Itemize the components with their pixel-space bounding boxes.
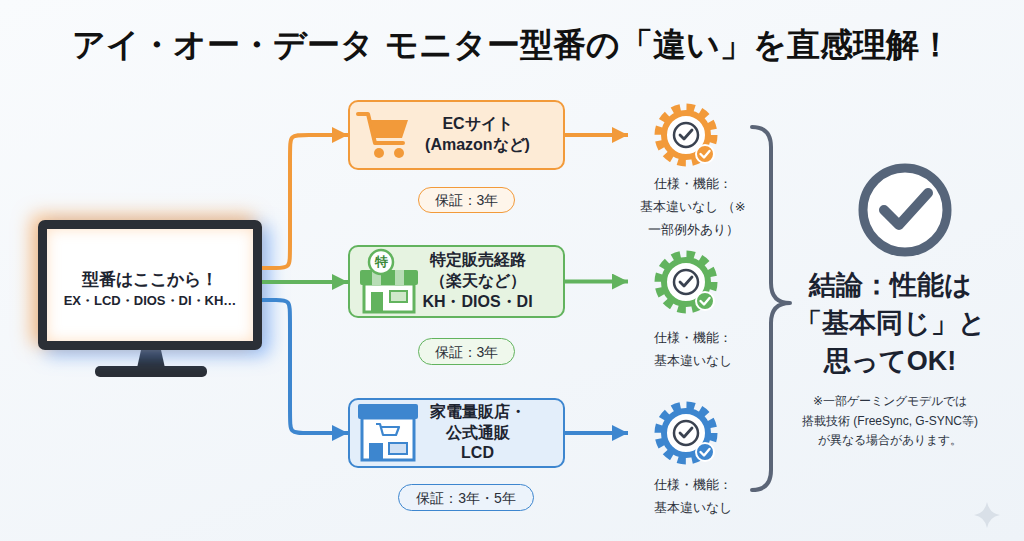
channel-name: 特定販売経路 （楽天など） bbox=[406, 250, 549, 292]
check-mark bbox=[680, 428, 692, 437]
channel-name: 家電量販店・ 公式通販 bbox=[406, 402, 549, 444]
badge-circle bbox=[369, 250, 393, 274]
spec-note: 仕様・機能： 基本違いなし bbox=[628, 326, 758, 372]
text-area: 保証：3年・5年 bbox=[399, 485, 533, 510]
check-badge bbox=[696, 145, 714, 163]
gear-teeth bbox=[659, 406, 713, 460]
check-badge bbox=[696, 292, 714, 310]
cart-wheel bbox=[374, 148, 384, 158]
store-window bbox=[389, 443, 407, 454]
awning-stripe bbox=[372, 270, 381, 285]
spec-gear: 仕様・機能： 基本違いなし （※一部例外あり） bbox=[628, 105, 758, 241]
shop-icon bbox=[360, 250, 418, 312]
flow-arrow bbox=[565, 431, 628, 435]
gear-teeth bbox=[659, 255, 713, 309]
sparkle-mark bbox=[974, 502, 1000, 528]
cart-icon bbox=[358, 114, 408, 158]
awning-stripe bbox=[395, 270, 404, 285]
check-ring bbox=[674, 123, 698, 147]
channel-box: 家電量販店・ 公式通販LCD bbox=[348, 398, 565, 468]
check-badge bbox=[696, 443, 714, 461]
check-mark bbox=[680, 130, 692, 139]
text-area: 型番はここから！EX・LCD・DIOS・DI・KH… bbox=[47, 237, 253, 341]
spec-note: 仕様・機能： 基本違いなし bbox=[628, 473, 758, 519]
check-mark bbox=[701, 151, 710, 158]
text-area: 保証：3年 bbox=[419, 339, 514, 364]
monitor-neck bbox=[137, 350, 165, 368]
conclusion-check-circle bbox=[863, 168, 947, 252]
shop-body bbox=[364, 284, 414, 312]
store-sign bbox=[358, 404, 418, 419]
gear-ring bbox=[664, 113, 708, 157]
warranty-pill: 保証：3年・5年 bbox=[398, 484, 534, 511]
spec-note: 仕様・機能： 基本違いなし （※一部例外あり） bbox=[628, 172, 758, 241]
cart-wheel bbox=[394, 148, 404, 158]
warranty-pill: 保証：3年 bbox=[418, 338, 515, 365]
spec-gear: 仕様・機能： 基本違いなし bbox=[628, 403, 758, 519]
warranty-text: 保証：3年・5年 bbox=[416, 491, 516, 505]
summary-bracket bbox=[752, 127, 790, 490]
conclusion-check-mark bbox=[884, 193, 928, 225]
flow-arrow bbox=[262, 135, 348, 268]
text-area: 仕様・機能： 基本違いなし bbox=[628, 326, 758, 372]
monitor-base bbox=[95, 366, 207, 377]
gear-ring bbox=[664, 260, 708, 304]
cart-basket bbox=[370, 120, 408, 138]
gear-icon bbox=[659, 108, 714, 163]
badge-character: 特 bbox=[369, 253, 393, 271]
gear-icon bbox=[659, 406, 714, 461]
gear-teeth bbox=[659, 108, 713, 162]
diagram-title: アイ・オー・データ モニター型番の「違い」を直感理解！ bbox=[0, 23, 1024, 67]
shop-awning bbox=[360, 270, 418, 285]
channel-name: ECサイト (Amazonなど) bbox=[406, 114, 549, 156]
model-prefixes: EX・LCD・DIOS・DI・KH… bbox=[64, 292, 237, 310]
warranty-text: 保証：3年 bbox=[435, 345, 499, 359]
text-area: 仕様・機能： 基本違いなし bbox=[628, 473, 758, 519]
check-ring bbox=[674, 270, 698, 294]
flow-arrow bbox=[262, 300, 348, 433]
text-area: 家電量販店・ 公式通販LCD bbox=[406, 400, 549, 466]
model-prefixes: LCD bbox=[461, 443, 494, 464]
flow-arrow bbox=[565, 133, 628, 137]
flow-arrow bbox=[565, 280, 628, 284]
shop-door bbox=[371, 292, 383, 312]
monitor-screen: 型番はここから！EX・LCD・DIOS・DI・KH… bbox=[38, 220, 262, 350]
channel-box: ECサイト (Amazonなど) bbox=[348, 100, 565, 170]
text-area: 保証：3年 bbox=[419, 188, 514, 212]
spec-gear: 仕様・機能： 基本違いなし bbox=[628, 252, 758, 372]
screen-heading: 型番はここから！ bbox=[82, 268, 218, 292]
conclusion-text: 結論：性能は 「基本同じ」と 思ってOK! bbox=[785, 266, 995, 380]
text-area: 仕様・機能： 基本違いなし （※一部例外あり） bbox=[628, 171, 758, 241]
check-mark bbox=[701, 449, 710, 456]
gear-ring bbox=[664, 411, 708, 455]
store-cart bbox=[376, 424, 399, 435]
model-prefixes: KH・DIOS・DI bbox=[422, 292, 532, 313]
warranty-text: 保証：3年 bbox=[435, 193, 499, 207]
warranty-pill: 保証：3年 bbox=[418, 187, 515, 213]
check-ring bbox=[674, 421, 698, 445]
store-icon bbox=[358, 404, 418, 460]
check-mark bbox=[701, 298, 710, 305]
check-mark bbox=[680, 277, 692, 286]
text-area: ECサイト (Amazonなど) bbox=[406, 102, 549, 168]
store-body bbox=[362, 418, 414, 460]
text-area: 特定販売経路 （楽天など）KH・DIOS・DI bbox=[406, 247, 549, 316]
store-door bbox=[369, 443, 383, 460]
footnote-text: ※一部ゲーミングモデルでは 搭載技術 (FreeSync, G-SYNC等) が… bbox=[792, 392, 988, 451]
shop-window bbox=[390, 291, 407, 302]
flow-arrow bbox=[262, 280, 348, 284]
cart-handle bbox=[358, 114, 403, 143]
gear-icon bbox=[659, 255, 714, 310]
